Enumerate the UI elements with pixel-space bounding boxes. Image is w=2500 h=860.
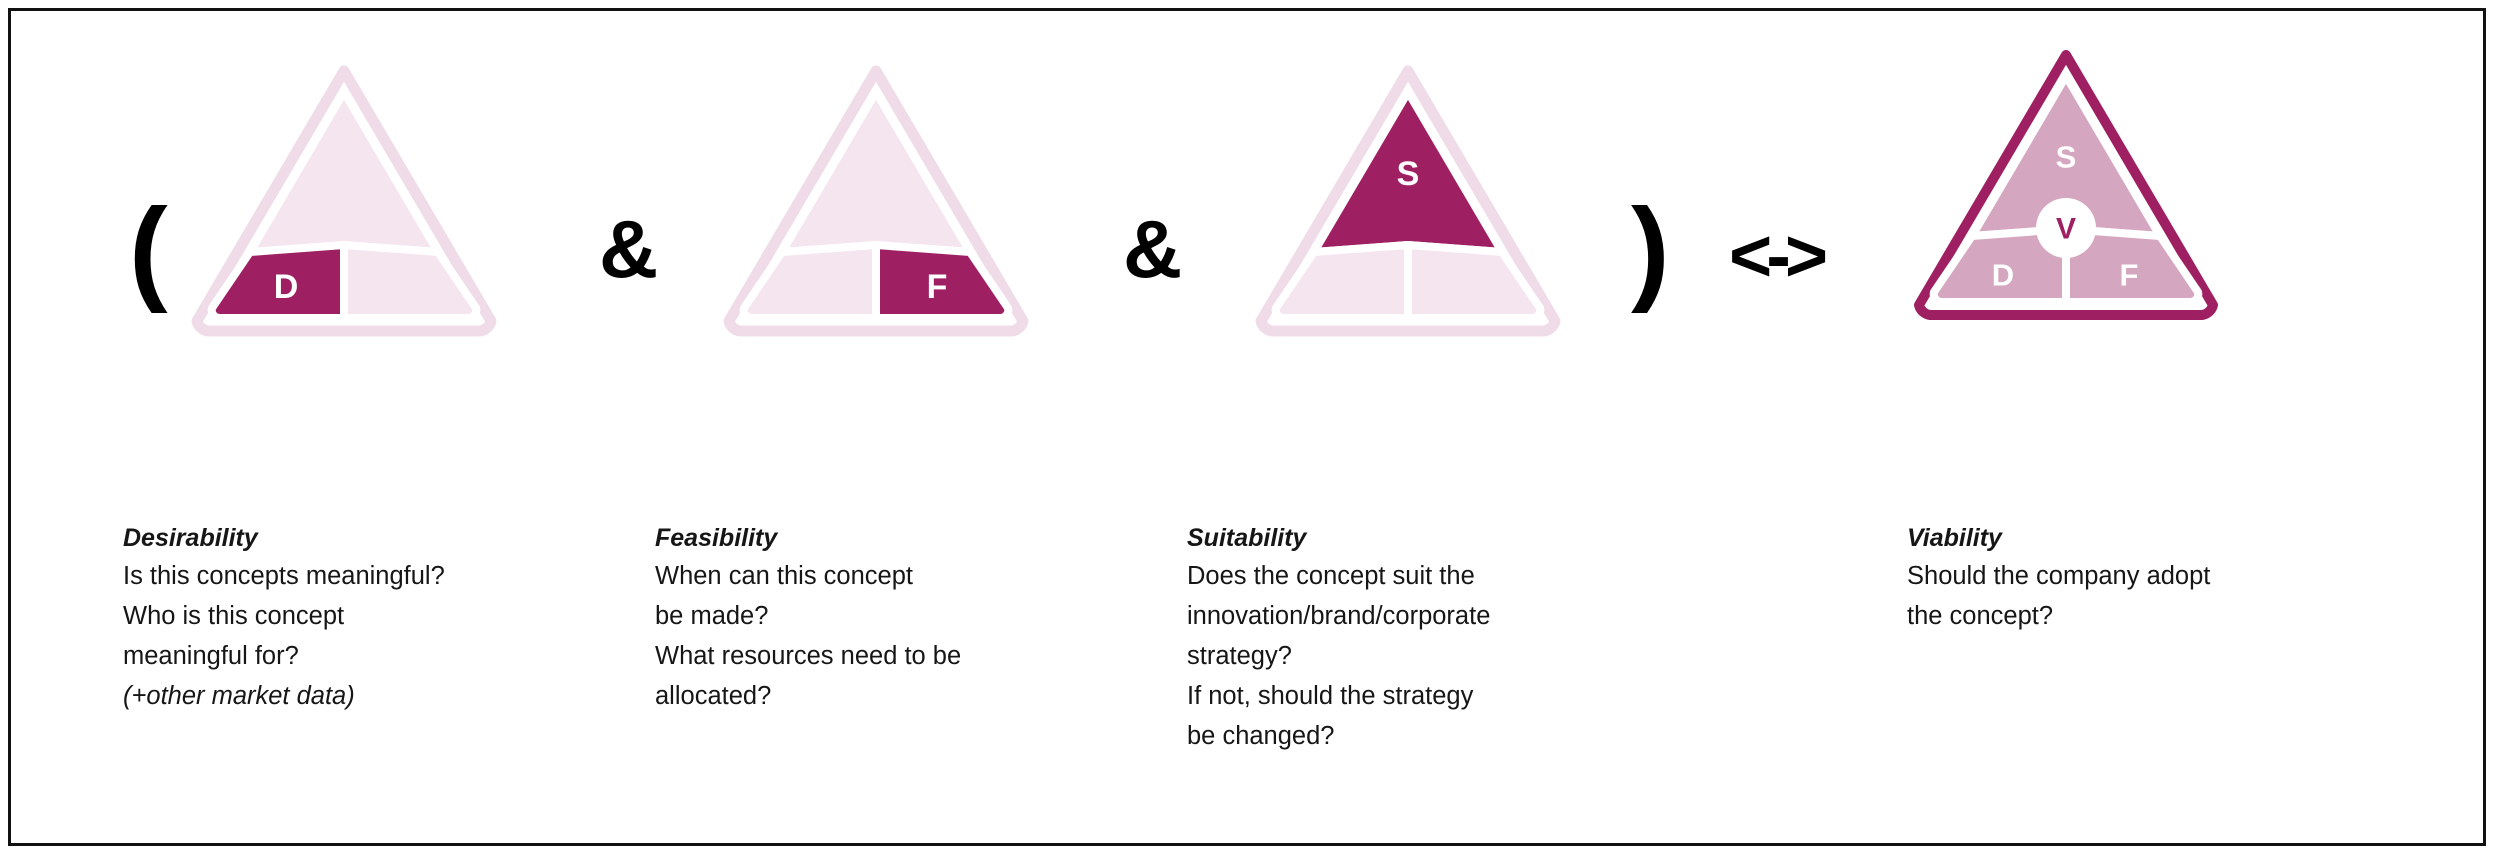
triangle-desirability-graphic: D [191, 65, 497, 337]
caption-desirability: Desirability Is this concepts meaningful… [123, 523, 445, 716]
caption-title: Desirability [123, 524, 258, 552]
segment-label-s: S [1397, 155, 1420, 193]
caption-title: Viability [1907, 524, 2002, 552]
operator-close-paren: ) [1631, 184, 1670, 314]
diagram-stage: ( & & ) <-> D [11, 11, 2489, 849]
caption-line: meaningful for? [123, 642, 299, 670]
operator-and-1: & [599, 204, 659, 295]
caption-feasibility: Feasibility When can this concept be mad… [655, 523, 961, 716]
caption-line: If not, should the strategy [1187, 682, 1474, 710]
triangle-suitability-graphic: S [1255, 65, 1561, 337]
triangle-viability[interactable]: S D F V [1901, 43, 2231, 325]
caption-suitability: Suitability Does the concept suit the in… [1187, 523, 1490, 756]
segment-top[interactable] [246, 88, 442, 256]
segment-bottom-right[interactable] [872, 241, 1013, 322]
caption-line: Should the company adopt [1907, 562, 2211, 590]
caption-line: innovation/brand/corporate [1187, 602, 1491, 630]
caption-line: be made? [655, 602, 769, 630]
caption-title: Suitability [1187, 524, 1307, 552]
caption-line: be changed? [1187, 722, 1335, 750]
caption-line: strategy? [1187, 642, 1292, 670]
segment-label-s: S [2056, 140, 2077, 175]
caption-line: (+other market data) [123, 682, 355, 710]
center-badge-label: V [2056, 213, 2076, 246]
caption-title: Feasibility [655, 524, 778, 552]
operator-and-2: & [1123, 204, 1183, 295]
center-badge-circle [2036, 198, 2096, 258]
segment-label-d: D [274, 268, 299, 306]
operator-open-paren: ( [129, 184, 168, 314]
caption-line: When can this concept [655, 562, 913, 590]
triangle-outline [723, 65, 1029, 337]
caption-viability: Viability Should the company adopt the c… [1907, 523, 2210, 636]
triangle-feasibility-graphic: F [723, 65, 1029, 337]
triangle-viability-graphic: S D F V [1914, 50, 2218, 320]
segment-bottom-right[interactable] [1404, 241, 1545, 322]
caption-line: Does the concept suit the [1187, 562, 1475, 590]
segment-label-f: F [2120, 258, 2139, 293]
segment-top[interactable] [778, 88, 974, 256]
operator-equivalence: <-> [1729, 214, 1828, 297]
triangle-feasibility[interactable]: F [711, 59, 1041, 341]
triangle-outline [191, 65, 497, 337]
caption-line: the concept? [1907, 602, 2054, 630]
triangle-desirability[interactable]: D [179, 59, 509, 341]
segment-bottom-right[interactable] [2062, 225, 2203, 306]
segment-bottom-right[interactable] [340, 241, 481, 322]
segment-label-f: F [927, 268, 948, 306]
segment-label-d: D [1992, 258, 2014, 293]
caption-line: allocated? [655, 682, 772, 710]
caption-line: Who is this concept [123, 602, 345, 630]
caption-line: Is this concepts meaningful? [123, 562, 445, 590]
triangle-suitability[interactable]: S [1243, 59, 1573, 341]
diagram-frame: ( & & ) <-> D [8, 8, 2486, 846]
caption-line: What resources need to be [655, 642, 962, 670]
triangle-outline [1914, 50, 2218, 320]
triangle-outline [1255, 65, 1561, 337]
